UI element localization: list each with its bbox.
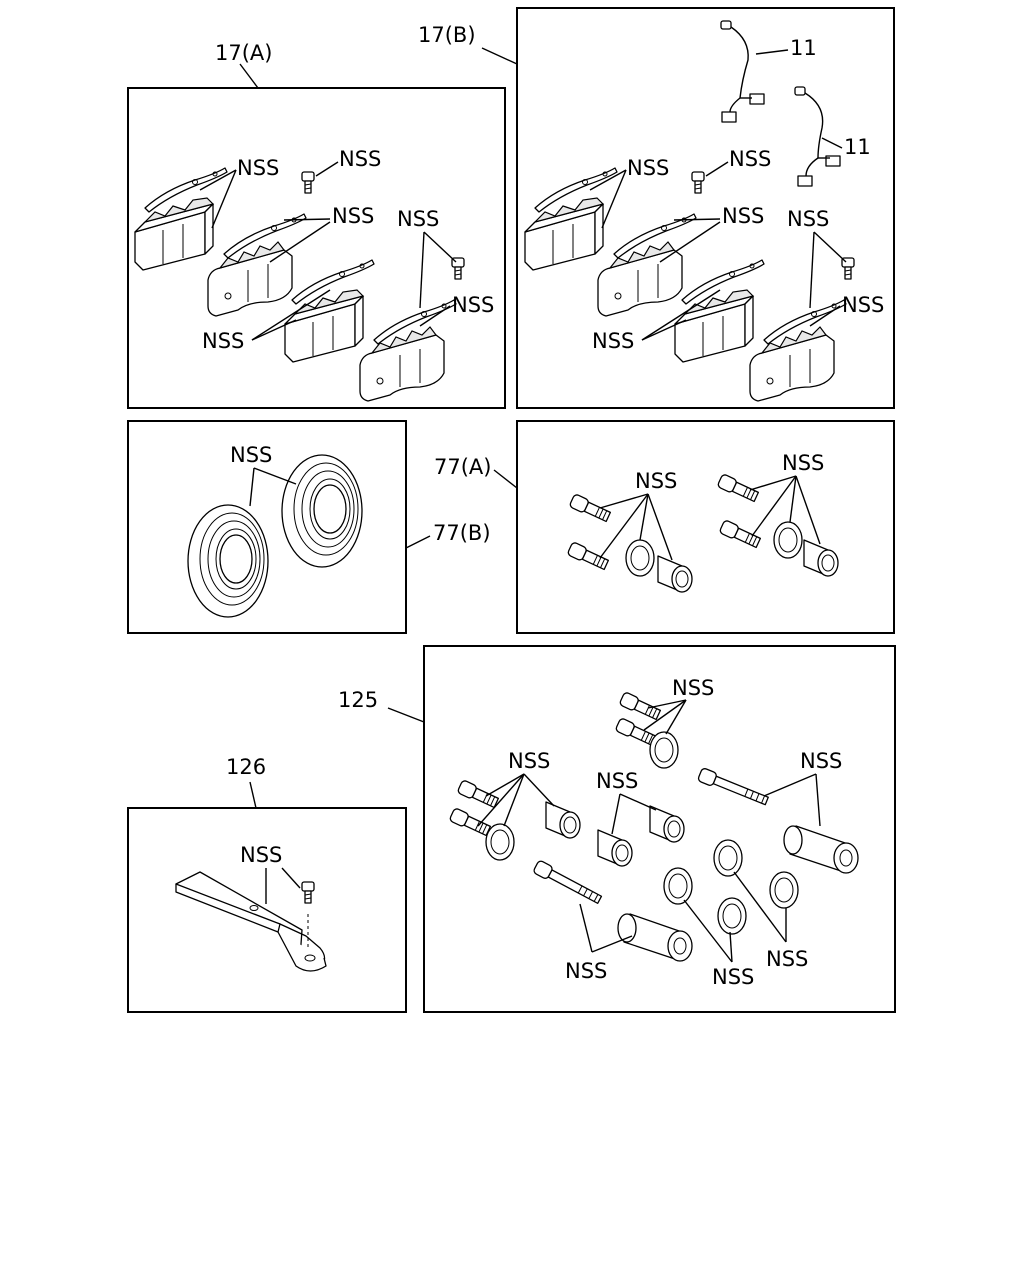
nss-label: NSS bbox=[332, 204, 374, 228]
kit-77a-panel: 77(A) NSS NSS bbox=[434, 420, 895, 634]
nss-label: NSS bbox=[452, 293, 494, 317]
nss-label: NSS bbox=[240, 843, 282, 867]
nss-label: NSS bbox=[729, 147, 771, 171]
nss-label: NSS bbox=[508, 749, 550, 773]
bracket-plate bbox=[175, 871, 327, 972]
nss-label: NSS bbox=[800, 749, 842, 773]
nss-label: NSS bbox=[766, 947, 808, 971]
nss-label: NSS bbox=[397, 207, 439, 231]
nss-label: NSS bbox=[712, 965, 754, 989]
nss-label: NSS bbox=[596, 769, 638, 793]
nss-label: NSS bbox=[592, 329, 634, 353]
kit-17b-label: 17(B) bbox=[418, 23, 476, 47]
kit-77b-panel: 77(B) NSS bbox=[127, 420, 491, 634]
kit-77a-label: 77(A) bbox=[434, 455, 491, 479]
kit-77b-label: 77(B) bbox=[433, 521, 491, 545]
nss-label: NSS bbox=[722, 204, 764, 228]
nss-label: NSS bbox=[672, 676, 714, 700]
kit-126-label: 126 bbox=[226, 755, 266, 779]
nss-label: NSS bbox=[237, 156, 279, 180]
kit-125-label: 125 bbox=[338, 688, 378, 712]
part-11-label: 11 bbox=[844, 135, 871, 159]
nss-label: NSS bbox=[627, 156, 669, 180]
nss-label: NSS bbox=[635, 469, 677, 493]
kit-126-panel: 126 NSS bbox=[127, 755, 407, 1013]
kit-17a-label: 17(A) bbox=[215, 41, 272, 65]
wear-sensor-wire bbox=[794, 86, 841, 187]
wear-sensor-wire bbox=[720, 20, 765, 123]
kit-17b-panel: 17(B) 11 11 bbox=[418, 7, 895, 409]
nss-label: NSS bbox=[230, 443, 272, 467]
nss-label: NSS bbox=[842, 293, 884, 317]
nss-label: NSS bbox=[339, 147, 381, 171]
kit-17a-panel: 17(A) NSS NSS NSS NSS NSS NSS bbox=[127, 41, 506, 409]
nss-label: NSS bbox=[782, 451, 824, 475]
nss-label: NSS bbox=[565, 959, 607, 983]
kit-125-panel: 125 NSS NSS NSS NSS NSS N bbox=[338, 645, 896, 1013]
nss-label: NSS bbox=[202, 329, 244, 353]
nss-label: NSS bbox=[787, 207, 829, 231]
part-11-label: 11 bbox=[790, 36, 817, 60]
